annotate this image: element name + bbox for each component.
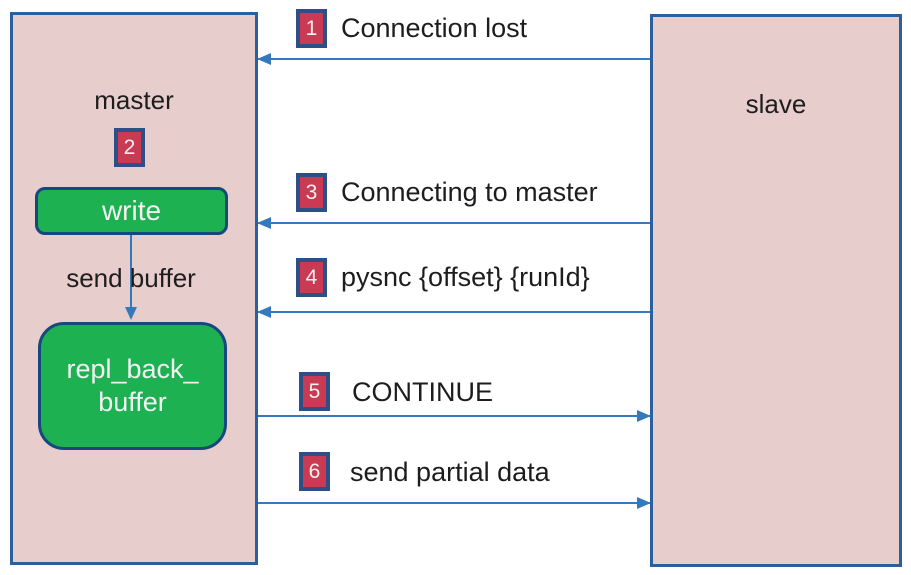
slave-node: slave	[650, 14, 902, 567]
master-node: master	[10, 12, 258, 565]
step-1-badge: 1	[296, 9, 327, 48]
step-3-badge: 3	[296, 173, 327, 212]
step-6-badge: 6	[299, 452, 330, 491]
arrow-5-head-icon	[637, 410, 651, 422]
arrow-3-head-icon	[257, 217, 271, 229]
message-3-label: Connecting to master	[341, 177, 598, 207]
arrow-4-line	[258, 311, 650, 313]
arrow-1-line	[258, 58, 650, 60]
slave-label: slave	[745, 89, 807, 119]
arrow-1-head-icon	[257, 53, 271, 65]
repl-back-buffer-box: repl_back_ buffer	[38, 322, 227, 450]
send-buffer-arrow-line	[130, 235, 132, 309]
message-1-label: Connection lost	[341, 13, 528, 43]
send-buffer-arrowhead-icon	[125, 307, 137, 320]
master-label: master	[94, 85, 174, 115]
arrow-5-line	[258, 415, 650, 417]
send-buffer-label: send buffer	[66, 263, 196, 293]
arrow-4-head-icon	[257, 306, 271, 318]
message-5-label: CONTINUE	[352, 377, 493, 407]
step-2-badge: 2	[114, 128, 145, 167]
arrow-3-line	[258, 222, 650, 224]
arrow-6-head-icon	[637, 497, 651, 509]
message-6-label: send partial data	[350, 457, 550, 487]
step-4-badge: 4	[296, 258, 327, 297]
arrow-6-line	[258, 502, 650, 504]
step-5-badge: 5	[299, 372, 330, 411]
write-box: write	[35, 187, 228, 235]
message-4-label: pysnc {offset} {runId}	[341, 262, 590, 292]
